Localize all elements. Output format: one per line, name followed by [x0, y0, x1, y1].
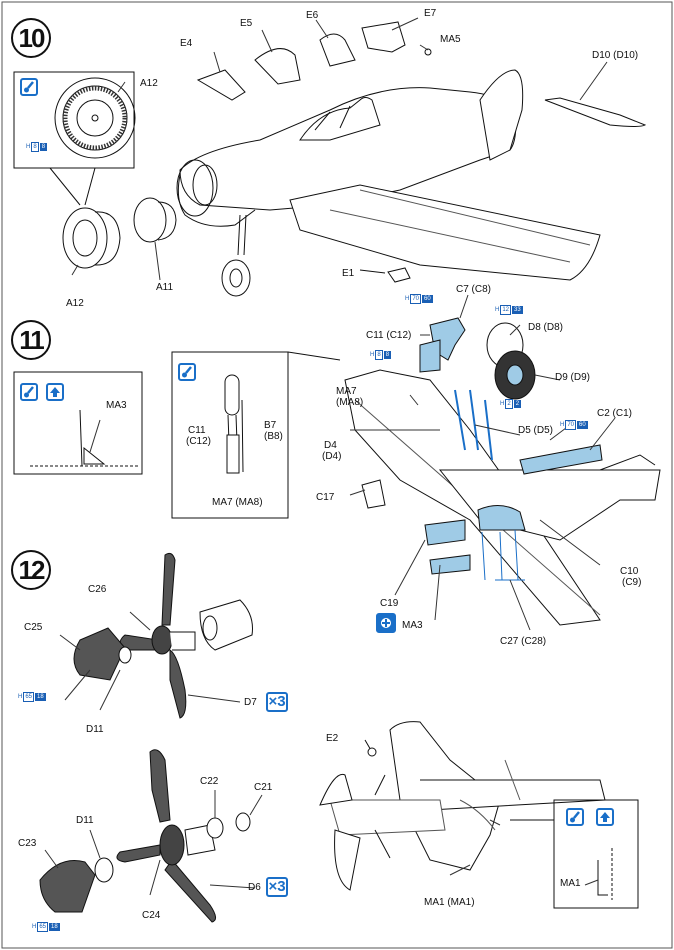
part-label-a11: A11 [156, 282, 174, 293]
part-label-d9: D9 (D9) [555, 372, 591, 383]
part-label-c2: C2 (C1) [597, 408, 633, 419]
part-label-c19: C19 [380, 598, 399, 609]
part-label-ma1-inset: MA1 [560, 878, 581, 889]
part-label-c26: C26 [88, 584, 107, 595]
part-label-e6: E6 [306, 10, 319, 21]
part-label-d5: D5 (D5) [518, 425, 554, 436]
part-label-d10: D10 (D10) [592, 50, 639, 61]
part-label-d11: D11 [86, 724, 104, 735]
step12-upper-prop [59, 552, 253, 719]
part-label-ma7-inset: MA7 (MA8) [212, 497, 263, 508]
part-label-c10: C10 [620, 566, 639, 577]
paint-brush-icon [20, 383, 38, 401]
part-label-d7: D7 [244, 697, 257, 708]
times-three-icon: ×3 [266, 877, 288, 897]
part-label-b7: B7 [264, 420, 277, 431]
step11-inset-ma3 [13, 371, 143, 475]
part-label-c17: C17 [316, 492, 335, 503]
paint-brush-icon [20, 78, 38, 96]
part-label-e4: E4 [180, 38, 193, 49]
part-label-d6: D6 [248, 882, 261, 893]
part-label-c23: C23 [18, 838, 37, 849]
part-label-c12: (C12) [186, 436, 212, 447]
part-label-ma3-inset: MA3 [106, 400, 127, 411]
step10-aircraft-drawing [13, 17, 647, 297]
step11-main-drawing [344, 294, 661, 631]
part-label-e5: E5 [240, 18, 253, 29]
step12-aircraft-assembled [319, 721, 606, 891]
part-label-d4: D4 [324, 440, 337, 451]
part-label-e1: E1 [342, 268, 355, 279]
part-label-c7: C7 (C8) [456, 284, 492, 295]
part-label-b8: (B8) [264, 431, 283, 442]
step12-inset-ma1 [510, 799, 639, 909]
step-number-12: 12 [11, 550, 51, 590]
cement-arrow-icon [596, 808, 614, 826]
part-label-ma7: MA7 [336, 386, 357, 397]
part-label-d11-lower: D11 [76, 815, 94, 826]
part-label-e2: E2 [326, 733, 339, 744]
part-label-e7: E7 [424, 8, 437, 19]
part-label-c21: C21 [254, 782, 273, 793]
part-label-c11-main: C11 (C12) [366, 330, 412, 341]
paint-brush-icon [178, 363, 196, 381]
part-label-ma8: (MA8) [336, 397, 364, 408]
cement-arrow-icon [46, 383, 64, 401]
part-label-c24: C24 [142, 910, 161, 921]
part-label-c11: C11 [188, 425, 206, 436]
part-label-c9: (C9) [622, 577, 642, 588]
step11-inset-b7 [171, 351, 341, 519]
drill-hole-icon [376, 613, 396, 633]
part-label-a12: A12 [66, 298, 84, 309]
part-label-d4-alt: (D4) [322, 451, 342, 462]
part-label-d8: D8 (D8) [528, 322, 564, 333]
step12-lower-prop [39, 749, 263, 923]
step-number-10: 10 [11, 18, 51, 58]
part-label-ma1: MA1 (MA1) [424, 897, 475, 908]
paint-brush-icon [566, 808, 584, 826]
part-label-ma5: MA5 [440, 34, 461, 45]
part-label-a12-detail: A12 [140, 78, 158, 89]
part-label-c22: C22 [200, 776, 219, 787]
step-number-11: 11 [11, 320, 51, 360]
part-label-c25: C25 [24, 622, 43, 633]
times-three-icon: ×3 [266, 692, 288, 712]
part-label-ma3: MA3 [402, 620, 423, 631]
part-label-c27: C27 (C28) [500, 636, 547, 647]
